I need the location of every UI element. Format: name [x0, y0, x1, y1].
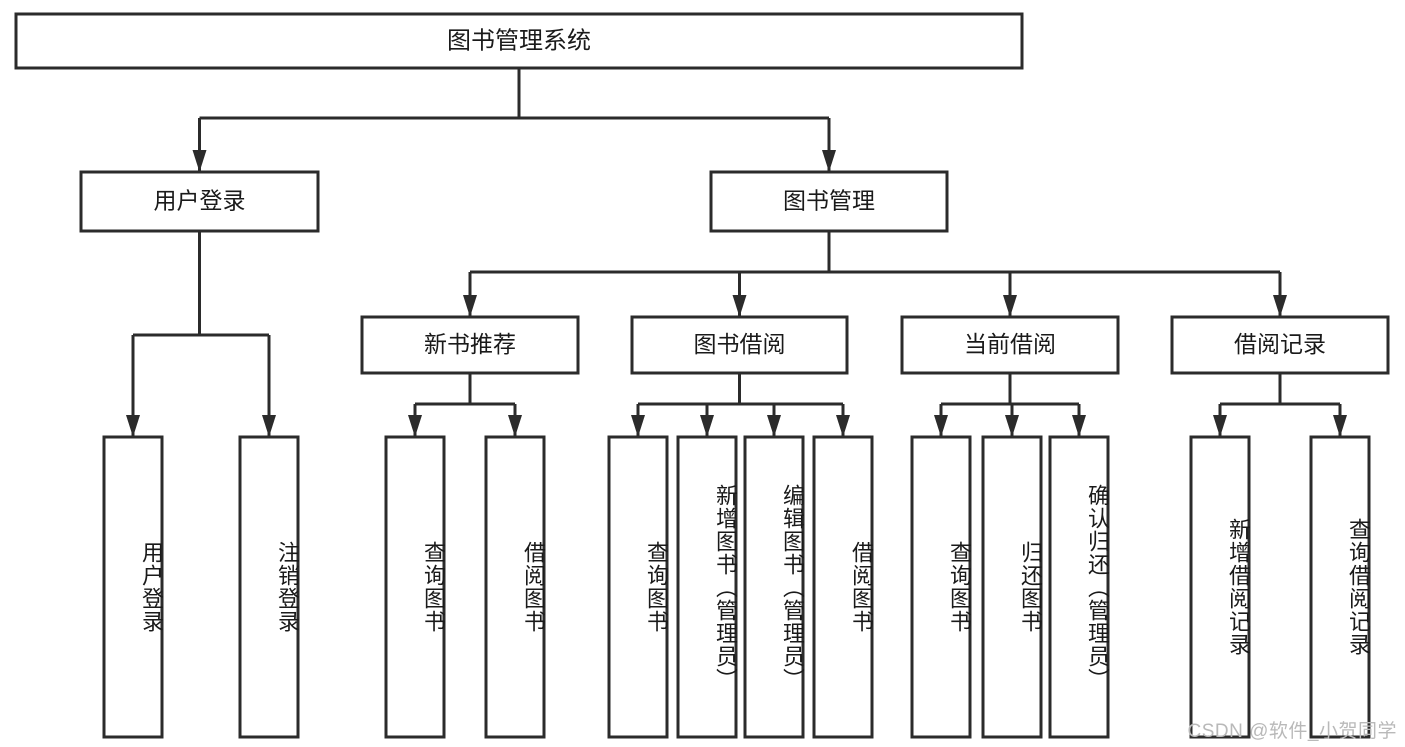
arrow-head — [463, 295, 477, 317]
arrow-head — [1333, 415, 1347, 437]
boxes-layer — [14, 12, 1390, 739]
node-box-leaf-user-logout[interactable] — [238, 435, 300, 739]
arrow-head — [1003, 295, 1017, 317]
node-label-borrow-record: 借阅记录 — [1234, 331, 1326, 357]
node-box-current-borrow[interactable] — [900, 315, 1120, 375]
arrow-head — [508, 415, 522, 437]
node-box-leaf-edit-book[interactable] — [743, 435, 805, 739]
arrow-head — [934, 415, 948, 437]
node-box-leaf-add-book[interactable] — [676, 435, 738, 739]
node-box-leaf-query-book-2[interactable] — [607, 435, 669, 739]
connectors-layer — [126, 68, 1347, 437]
node-box-book-borrow[interactable] — [630, 315, 849, 375]
node-box-leaf-confirm-return[interactable] — [1048, 435, 1110, 739]
csdn-watermark: CSDN @软件_小贺同学 — [1187, 721, 1397, 742]
arrow-head — [700, 415, 714, 437]
arrow-head — [822, 150, 836, 172]
node-box-user-login[interactable] — [79, 170, 320, 233]
node-label-book-borrow: 图书借阅 — [694, 331, 786, 357]
node-box-leaf-borrow-book-2[interactable] — [812, 435, 874, 739]
node-label-root: 图书管理系统 — [447, 27, 591, 54]
arrow-head — [408, 415, 422, 437]
arrow-head — [1213, 415, 1227, 437]
node-box-leaf-query-record[interactable] — [1309, 435, 1371, 739]
arrow-head — [732, 295, 747, 317]
arrow-head — [767, 415, 781, 437]
arrow-head — [836, 415, 850, 437]
node-label-book-manage: 图书管理 — [783, 188, 875, 214]
arrow-head — [1273, 295, 1287, 317]
node-label-user-login: 用户登录 — [154, 188, 246, 214]
arrow-head — [192, 150, 207, 172]
node-label-new-book-rec: 新书推荐 — [424, 331, 516, 357]
arrow-head — [126, 415, 140, 437]
node-label-current-borrow: 当前借阅 — [964, 331, 1056, 357]
node-box-root[interactable] — [14, 12, 1024, 70]
node-box-book-manage[interactable] — [709, 170, 949, 233]
node-box-leaf-user-login[interactable] — [102, 435, 164, 739]
node-box-leaf-add-record[interactable] — [1189, 435, 1251, 739]
node-box-borrow-record[interactable] — [1170, 315, 1390, 375]
arrow-head — [262, 415, 276, 437]
arrow-head — [1005, 415, 1019, 437]
arrow-head — [631, 415, 645, 437]
node-box-leaf-borrow-book-1[interactable] — [484, 435, 546, 739]
node-box-leaf-query-book-3[interactable] — [910, 435, 972, 739]
node-box-leaf-return-book[interactable] — [981, 435, 1043, 739]
node-box-leaf-query-book-1[interactable] — [384, 435, 446, 739]
node-box-new-book-rec[interactable] — [360, 315, 580, 375]
arrow-head — [1072, 415, 1086, 437]
